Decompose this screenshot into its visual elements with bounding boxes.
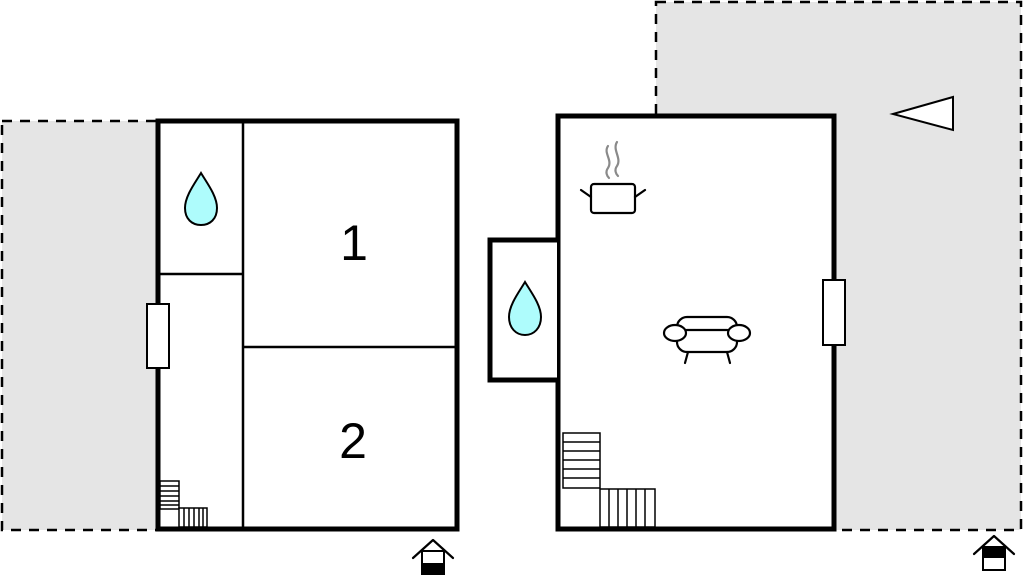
stairs-icon [562, 432, 656, 528]
sofa-icon [662, 315, 752, 365]
north-arrow-icon [889, 95, 954, 132]
room-label-2: 2 [339, 413, 367, 469]
entrance-ground-icon [411, 538, 455, 575]
window [146, 303, 170, 369]
ground-floor: 1 2 [146, 118, 460, 532]
water-drop-icon [183, 171, 219, 227]
stairs-icon [159, 480, 208, 528]
cooking-pot-icon [579, 140, 647, 215]
entrance-upper-icon [972, 534, 1016, 571]
window [822, 279, 846, 346]
water-drop-icon [507, 280, 543, 337]
terrace-left [0, 119, 160, 532]
upper-floor [487, 113, 846, 532]
room-label-1: 1 [340, 215, 368, 271]
